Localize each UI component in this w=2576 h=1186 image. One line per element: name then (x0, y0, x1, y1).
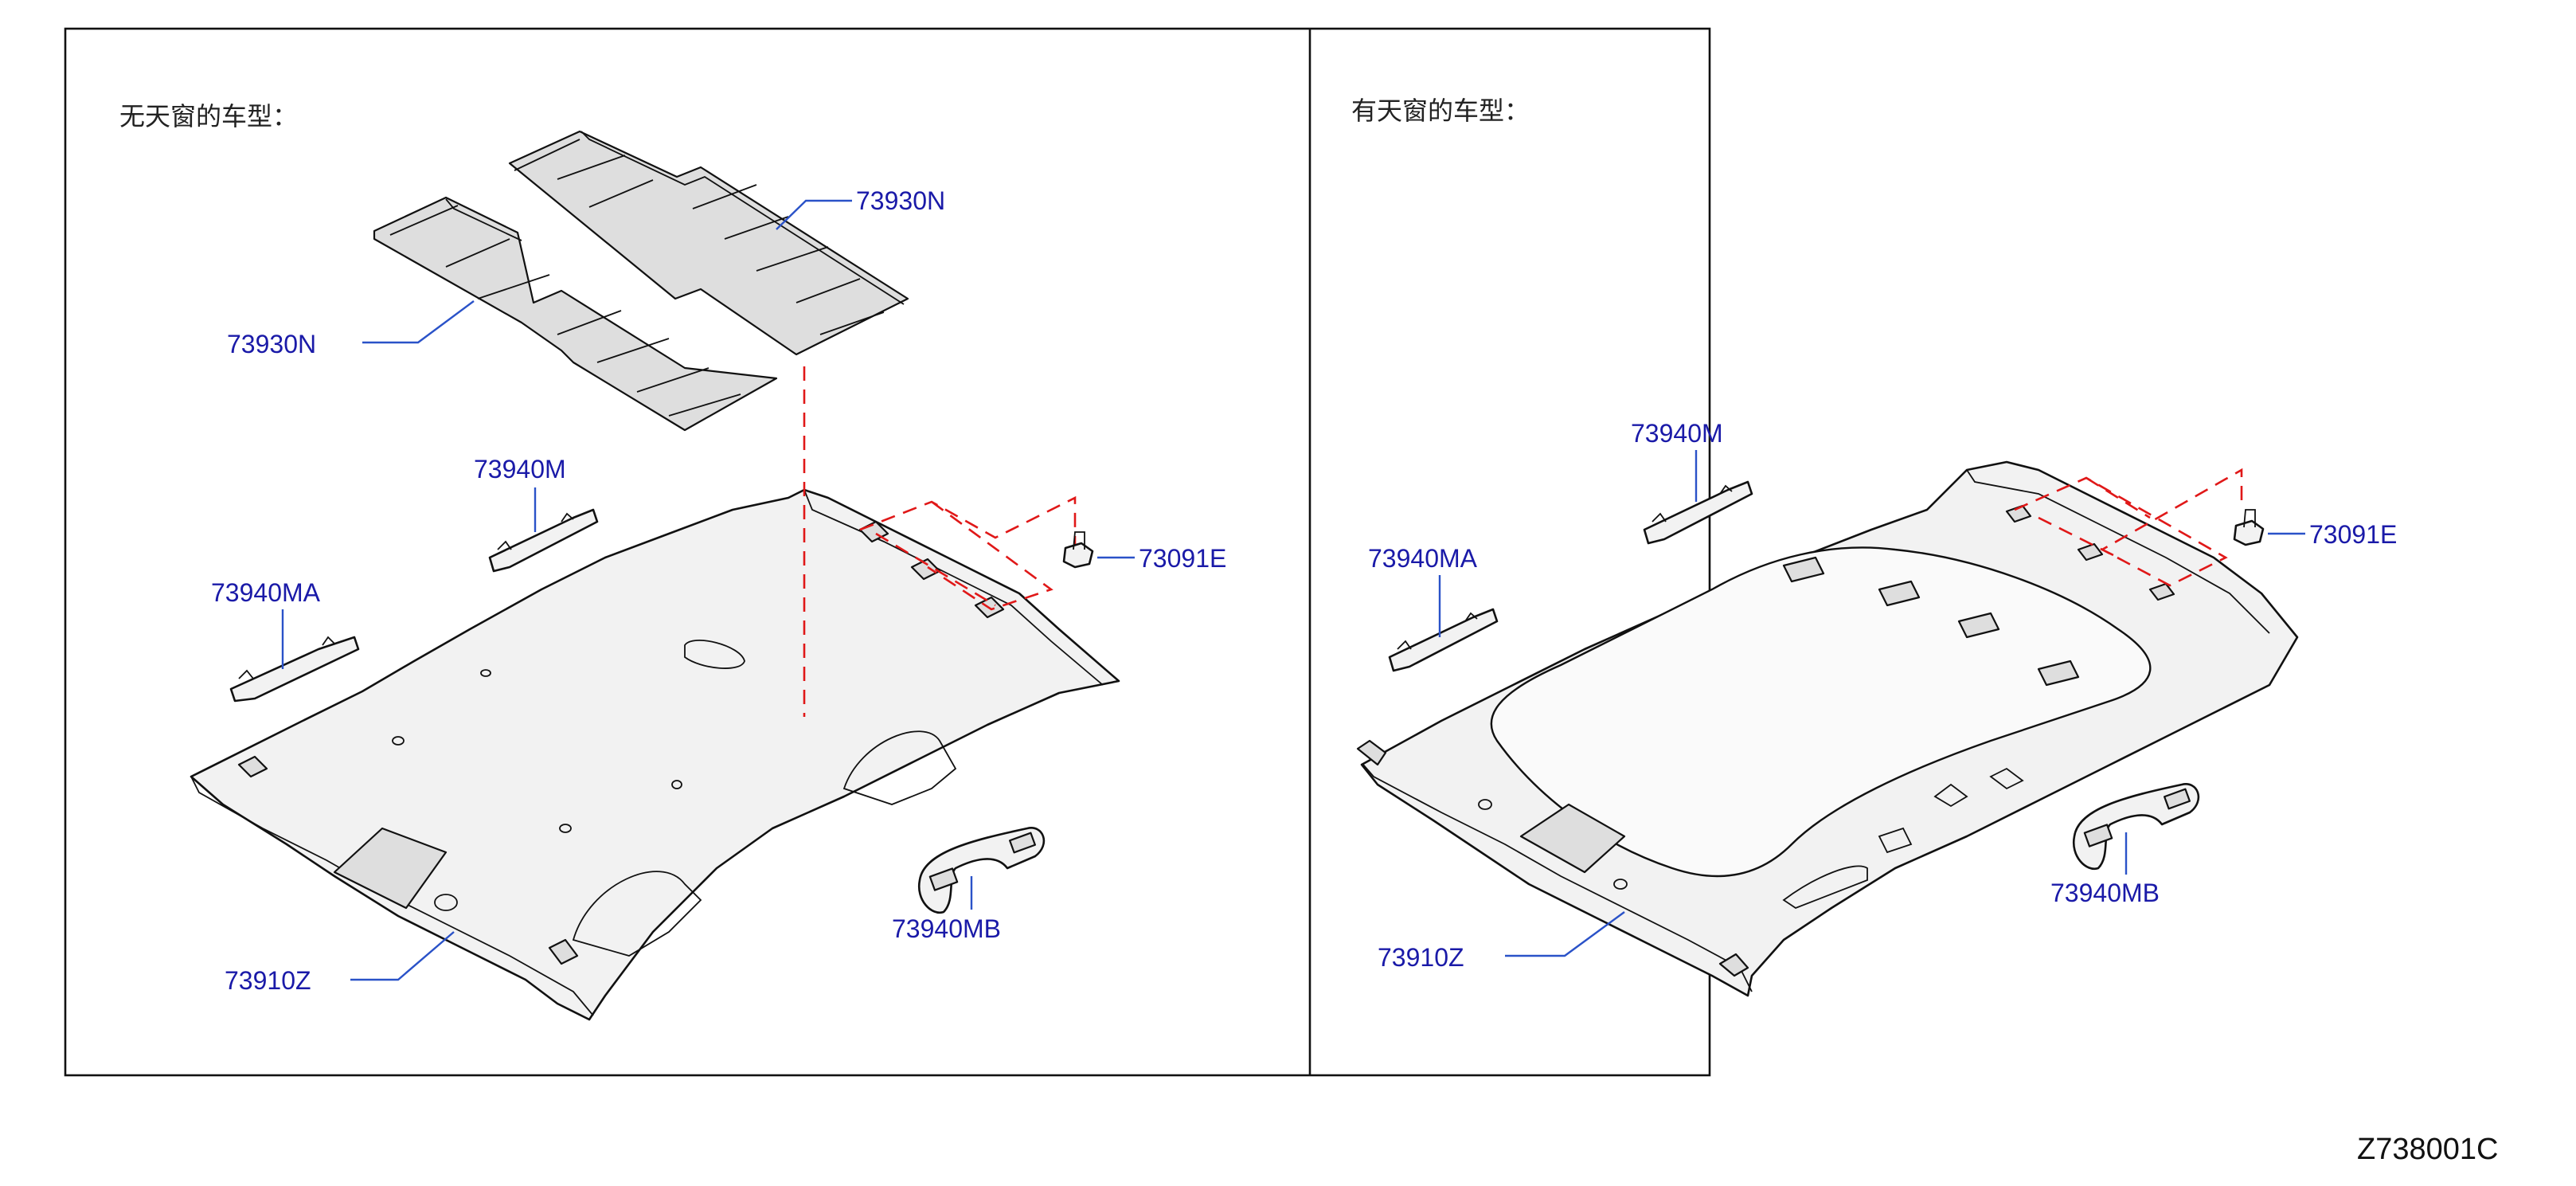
label-73930N-rear[interactable]: 73930N (856, 186, 945, 215)
sound-pad-rear-part[interactable] (508, 130, 909, 356)
leader-73930N-front (362, 300, 475, 344)
label-73940M-left[interactable]: 73940M (474, 455, 566, 483)
leader-73910Z-left (350, 931, 455, 981)
overhead-console-cutout (333, 827, 448, 910)
assist-grip-73940MA-right[interactable] (1388, 608, 1499, 672)
diagram-frame (64, 27, 1711, 1077)
assist-grip-73940MB-left[interactable] (917, 827, 1046, 914)
label-73940MB-right[interactable]: 73940MB (2050, 879, 2160, 907)
label-73091E-right[interactable]: 73091E (2309, 520, 2397, 549)
label-73940MB-left[interactable]: 73940MB (892, 914, 1001, 943)
label-73940M-right[interactable]: 73940M (1631, 419, 1723, 448)
label-73930N-front[interactable]: 73930N (227, 330, 316, 358)
leader-73930N-rear (776, 199, 852, 230)
diagram-code: Z738001C (2357, 1133, 2498, 1166)
headlining-part-right[interactable] (1356, 460, 2299, 997)
assist-grip-73940M-right[interactable] (1643, 480, 1753, 545)
assist-grip-73940MA-left[interactable] (229, 636, 360, 703)
label-73940MA-right[interactable]: 73940MA (1368, 544, 1478, 573)
dash-lines-clip (859, 495, 1077, 611)
left-panel-caption: 无天窗的车型： (119, 101, 298, 131)
dash-lines-clip-right (2014, 468, 2243, 587)
assist-grip-73940M-left[interactable] (488, 508, 599, 573)
overhead-console-cutout-right (1519, 803, 1626, 874)
label-73910Z-right[interactable]: 73910Z (1378, 943, 1464, 972)
label-73091E-left[interactable]: 73091E (1139, 544, 1226, 573)
clip-73091E-left[interactable] (1062, 531, 1094, 569)
sound-pad-front-part[interactable] (373, 196, 778, 432)
right-panel-caption: 有天窗的车型： (1351, 96, 1530, 126)
leader-73910Z-right (1505, 911, 1625, 957)
assist-grip-73940MB-right[interactable] (2072, 783, 2200, 871)
label-73940MA-left[interactable]: 73940MA (211, 578, 321, 607)
clip-73091E-right[interactable] (2233, 509, 2265, 546)
label-73910Z-left[interactable]: 73910Z (225, 966, 311, 995)
